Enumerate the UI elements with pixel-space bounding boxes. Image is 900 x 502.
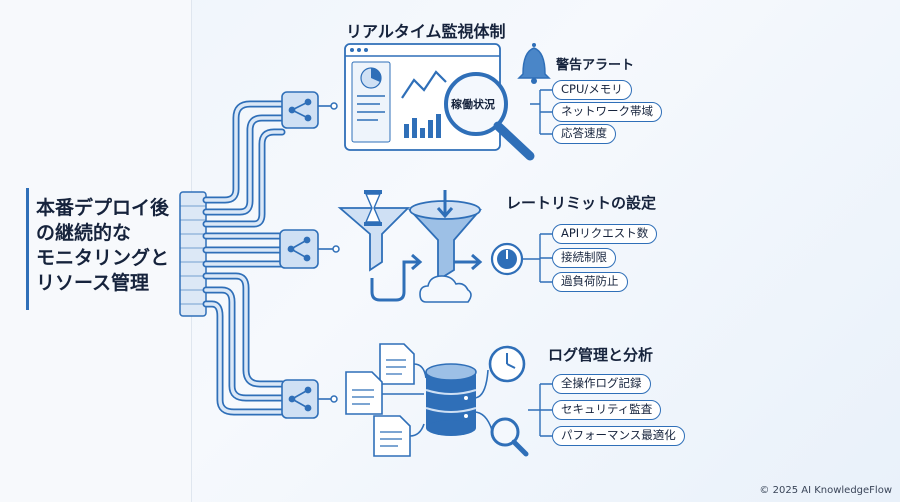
network-node-icon <box>279 229 340 269</box>
item-pill: 過負荷防止 <box>552 272 628 292</box>
gauge-icon <box>490 242 524 276</box>
item-pill: CPU/メモリ <box>552 80 632 100</box>
item-connectors <box>528 383 552 437</box>
item-pill: パフォーマンス最適化 <box>552 426 685 446</box>
main-title-line: リソース管理 <box>36 272 150 294</box>
network-node-icon <box>281 91 338 129</box>
main-title-line: モニタリングと <box>36 247 170 269</box>
cloud-icon <box>419 275 472 303</box>
item-pill: 応答速度 <box>552 124 616 144</box>
database-icon <box>425 363 477 436</box>
magnifier-label: 稼働状況 <box>451 98 495 111</box>
section-title-monitoring: リアルタイム監視体制 <box>346 22 506 41</box>
document-icon <box>345 371 383 415</box>
flow-arrows <box>370 253 483 302</box>
main-title-line: の継続的な <box>36 222 132 244</box>
left-panel <box>0 0 192 502</box>
main-title-line: 本番デプロイ後 <box>36 197 170 219</box>
section-title-log: ログ管理と分析 <box>548 346 654 364</box>
network-node-icon <box>281 379 338 419</box>
item-connectors <box>522 233 552 283</box>
document-icon <box>379 343 415 385</box>
clock-icon <box>488 345 526 383</box>
magnifier-icon <box>444 72 535 161</box>
cable-bundle <box>202 100 286 416</box>
item-pill: 全操作ログ記録 <box>552 374 651 394</box>
hourglass-icon <box>337 190 411 272</box>
trunk-connector <box>179 191 207 317</box>
item-pill: 接続制限 <box>552 248 616 268</box>
document-icon <box>373 415 411 457</box>
search-icon <box>490 417 529 457</box>
item-pill: セキュリティ監査 <box>552 400 662 420</box>
item-pill: APIリクエスト数 <box>552 224 658 244</box>
section-title-rate-limit: レートリミットの設定 <box>506 194 657 212</box>
bell-icon <box>517 43 551 84</box>
funnel-icon <box>407 190 482 282</box>
item-pill: ネットワーク帯域 <box>552 102 662 122</box>
item-connectors <box>530 89 552 135</box>
title-accent-bar <box>26 188 29 310</box>
copyright-text: © 2025 AI KnowledgeFlow <box>759 485 892 496</box>
main-title: 本番デプロイ後 の継続的な モニタリングと リソース管理 <box>36 196 191 296</box>
alert-title: 警告アラート <box>556 58 635 73</box>
